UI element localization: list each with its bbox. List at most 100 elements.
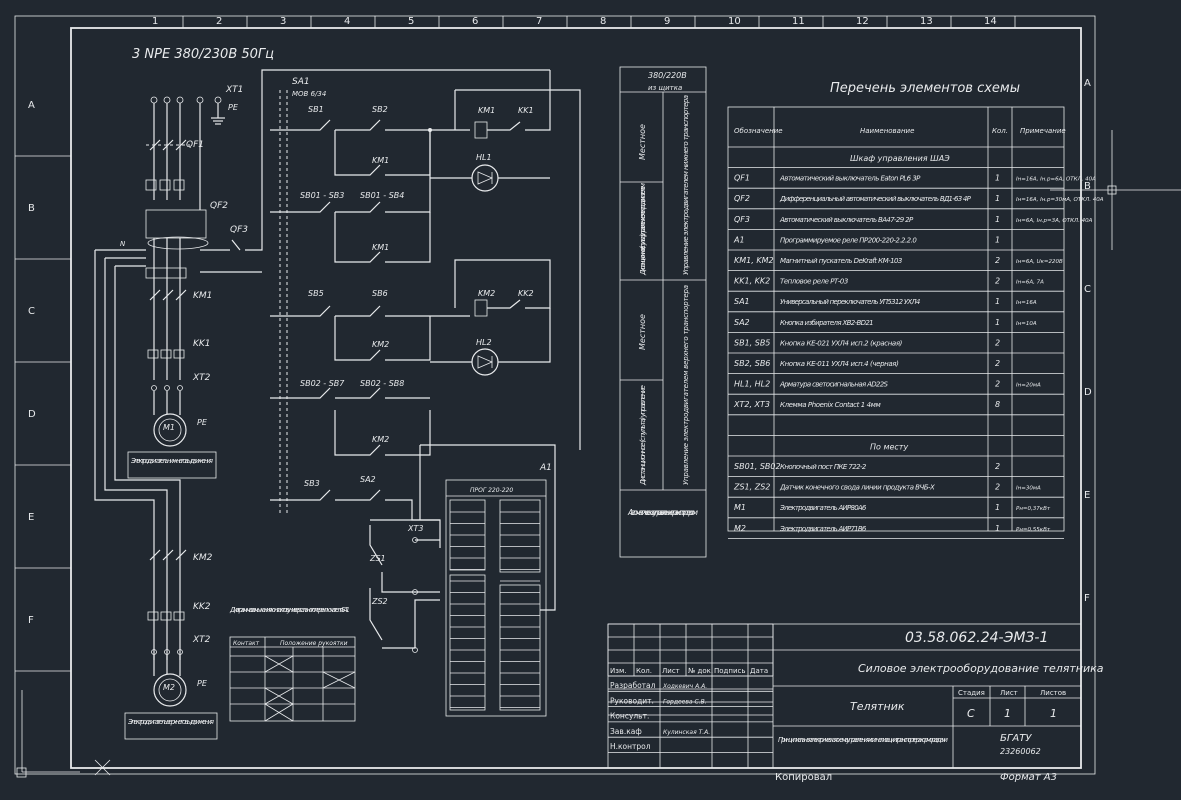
elements-cell: 2: [995, 462, 1000, 471]
elements-cell: Кнопка КЕ-021 УХЛ4 исп.2 (красная): [780, 339, 903, 347]
qf3-label: QF3: [230, 225, 248, 235]
kk1-label: KK1: [193, 339, 211, 349]
outer-frame: [14, 15, 1096, 775]
row-letter-right: C: [1084, 284, 1091, 295]
tb-role: Руководит.: [610, 696, 654, 705]
sa1-switch: SA1 МОВ 6/34: [270, 77, 326, 515]
qf2-label: QF2: [210, 201, 228, 211]
row-letter-left: E: [28, 512, 34, 523]
a1-model-label: ПРОГ 220-220: [470, 487, 513, 494]
m2-caption: Электродвигатель верхнего выдвижения: [127, 718, 214, 726]
sa1-contact-diagram: Диаграмма замыкания контактов универсаль…: [229, 606, 356, 722]
elements-cell: 1: [995, 194, 1000, 203]
elements-cell: 1: [995, 235, 1000, 244]
elements-cell: 1: [995, 215, 1000, 224]
column-number: 2: [216, 16, 222, 27]
elements-cell: QF3: [734, 215, 750, 224]
sa1-model-label: МОВ 6/34: [292, 90, 326, 98]
elements-cell: Клемма Phoenix Contact 1 4мм: [780, 401, 882, 409]
mode-section-3: Местное: [638, 314, 647, 350]
column-number: 5: [408, 16, 414, 27]
row-letter-left: F: [28, 615, 34, 626]
column-number: 4: [344, 16, 350, 27]
column-number: 7: [536, 16, 542, 27]
elements-cell: 2: [995, 380, 1000, 389]
row-letter-right: A: [1084, 78, 1091, 89]
elements-cell: Электродвигатель АИР71В6: [779, 525, 867, 533]
row-letter-left: B: [28, 203, 35, 214]
row-letter-left: C: [28, 306, 35, 317]
sa2-label: SA2: [360, 475, 376, 484]
power-circuit: XT1 PE QF1 QF2 QF3 KM1 KK1 XT2: [94, 69, 550, 740]
power-supply-label: 3 NPE 380/230В 50Гц: [132, 47, 274, 62]
elements-cell: Универсальный переключатель УП5312 УХЛ4: [780, 298, 920, 306]
elements-cell: Iн=6А, Uк=220В: [1016, 259, 1063, 265]
row-letter-left: D: [28, 409, 36, 420]
elements-cell: QF2: [734, 194, 750, 203]
tb-format: Формат А3: [1000, 772, 1057, 783]
elements-header: Наименование: [860, 127, 914, 135]
elements-group-1: Шкаф управления ШАЭ: [850, 154, 950, 163]
control-circuit: SB1 SB2 KM1 KM1 KK1 HL1 SB01 - SB3 SB01 …: [300, 70, 581, 653]
elements-cell: Iн=6А, 7А: [1016, 280, 1044, 286]
elements-cell: 1: [995, 503, 1000, 512]
a1-label: A1: [539, 463, 552, 473]
column-number: 13: [920, 16, 933, 27]
sb02-sb08-label: SB02 - SB8: [360, 379, 404, 388]
sb01-sb03-label: SB01 - SB3: [300, 191, 344, 200]
mode-right-3: Управление электродвигателем верхнего тр…: [682, 285, 690, 485]
elements-cell: M2: [734, 524, 746, 533]
row-letter-right: D: [1084, 387, 1092, 398]
m2-label: M2: [163, 683, 175, 692]
tb-header-cell: Кол.: [636, 667, 652, 675]
row-letter-right: E: [1084, 490, 1090, 501]
qf1-label: QF1: [186, 140, 204, 150]
tb-header-cell: Лист: [662, 667, 680, 675]
elements-cell: Кнопка КЕ-011 УХЛ4 исп.4 (черная): [780, 360, 899, 368]
mode-right-1: Управление электродвигателем нижнего тра…: [682, 95, 690, 275]
km2-label: KM2: [193, 553, 213, 563]
column-number: 3: [280, 16, 286, 27]
elements-cell: ZS1, ZS2: [733, 483, 770, 492]
km1-label: KM1: [193, 291, 212, 301]
sb6-label: SB6: [372, 289, 388, 298]
elements-cell: A1: [733, 235, 745, 244]
column-number: 6: [472, 16, 478, 27]
xt1-label: XT1: [225, 85, 243, 95]
a1-terminal-rows: [450, 511, 540, 708]
elements-cell: 2: [995, 277, 1000, 286]
tb-group: 23260062: [1000, 747, 1041, 756]
tb-stage-label: Стадия: [958, 689, 985, 697]
inner-frame: [70, 27, 1082, 769]
tb-header-cell: Подпись: [714, 667, 746, 675]
sb5-label: SB5: [308, 289, 324, 298]
a1-relay: A1 ПРОГ 220-220: [445, 463, 552, 717]
column-number: 8: [600, 16, 606, 27]
tb-drawing-name: Принципиальная электрическая схема управ…: [778, 736, 948, 744]
elements-cell: KK1, KK2: [734, 277, 770, 286]
m1-caption: Электродвигатель нижнего выдвижения: [130, 457, 213, 465]
hl1-label: HL1: [476, 153, 492, 162]
km2-contact-label-b: KM2: [372, 435, 389, 444]
elements-cell: 2: [995, 359, 1000, 368]
elements-list-title: Перечень элементов схемы: [830, 81, 1020, 96]
elements-cell: Программируемое реле ПР200-220-2.2.2.0: [780, 236, 917, 244]
elements-header: Обозначение: [734, 127, 783, 135]
elements-cell: 2: [995, 338, 1000, 347]
elements-cell: SB01, SB02: [734, 462, 781, 471]
km1-coil-label: KM1: [478, 106, 495, 115]
column-number: 10: [728, 16, 741, 27]
elements-cell: 1: [995, 524, 1000, 533]
km2-coil-label: KM2: [478, 289, 495, 298]
elements-cell: Iн=6А, Iн.р=3А, ОТКЛ. 40А: [1016, 218, 1093, 224]
mode-section-1: Местное: [638, 124, 647, 160]
mode-section-4: Дистанционное (с пульта) управление: [639, 385, 647, 486]
elements-list: Перечень элементов схемы Обозначение Наим…: [727, 81, 1104, 539]
tb-role: Н.контрол: [610, 742, 651, 751]
mode-column: 380/220В из щитка Местное Дистанционное …: [619, 66, 707, 558]
tb-object-name: Телятник: [850, 700, 905, 713]
column-number: 12: [856, 16, 869, 27]
